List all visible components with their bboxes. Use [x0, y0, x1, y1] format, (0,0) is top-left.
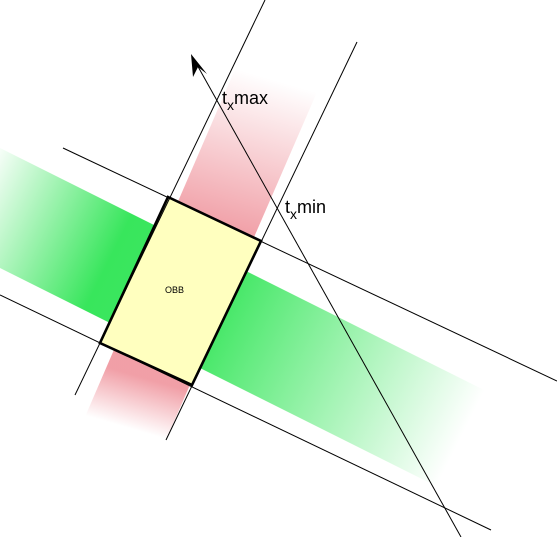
- ray-line: [195, 62, 462, 537]
- green-slab-lower-line: [0, 294, 492, 531]
- tmax-label: txmax: [222, 88, 268, 113]
- red-slab-left-line: [74, 0, 266, 396]
- ray-arrowhead-icon: [191, 54, 207, 77]
- obb-label: OBB: [165, 285, 184, 295]
- green-slab: [0, 148, 557, 537]
- red-slab-right-line: [165, 41, 358, 441]
- green-slab-upper-line: [62, 147, 557, 382]
- tmin-label: txmin: [285, 197, 326, 222]
